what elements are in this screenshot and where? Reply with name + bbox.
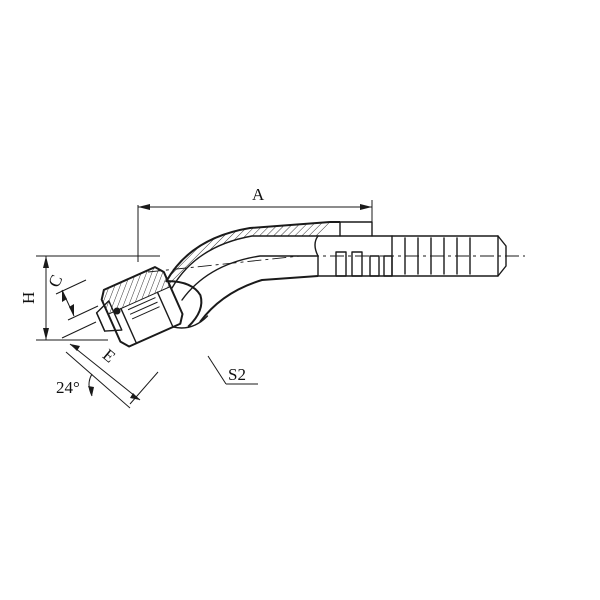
hose-tail <box>314 221 507 277</box>
label-s2: S2 <box>228 365 246 384</box>
ball-seal-dot <box>113 307 121 315</box>
dimension-h <box>36 255 160 341</box>
swivel-nut <box>95 266 209 348</box>
label-a: A <box>252 185 265 204</box>
label-c: C <box>44 272 66 290</box>
angle-24 <box>65 351 131 409</box>
s2-leader <box>207 355 258 385</box>
label-e: E <box>99 345 119 366</box>
angled-center-line <box>147 255 301 273</box>
dimension-a <box>137 200 373 262</box>
label-h: H <box>19 292 38 304</box>
dimension-c <box>55 279 99 321</box>
dimension-e <box>61 321 159 405</box>
label-angle: 24° <box>56 378 80 397</box>
bent-tube <box>165 221 340 323</box>
